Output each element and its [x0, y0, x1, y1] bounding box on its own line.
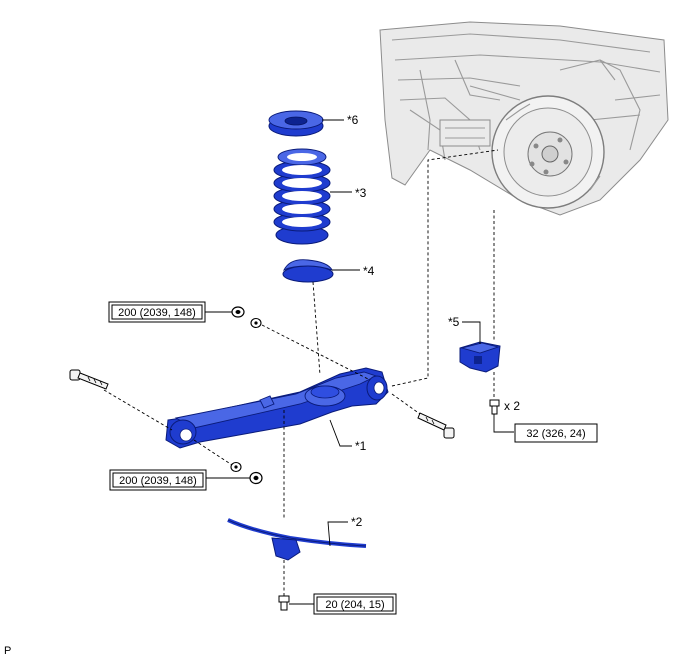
- bracket-part: [459, 341, 501, 373]
- corner-mark: P: [4, 645, 11, 657]
- part-label-spring: *3: [355, 186, 367, 200]
- part-label-arm: *1: [355, 439, 367, 453]
- torque-value: 200 (2039, 148): [118, 307, 196, 319]
- torque-box-rear-nut: 200 (2039, 148): [109, 469, 207, 491]
- torque-box-clamp-bolt: 20 (204, 15): [313, 593, 397, 615]
- vehicle-body-background: [379, 21, 669, 216]
- quantity-label: x 2: [504, 399, 520, 413]
- long-bolt-left: [69, 369, 109, 390]
- torque-value: 32 (326, 24): [526, 428, 585, 440]
- lower-arm: [165, 367, 389, 449]
- part-label-lower-seat: *4: [363, 264, 375, 278]
- cable-part: [227, 518, 367, 561]
- torque-box-bracket-bolt: 32 (326, 24): [514, 423, 598, 443]
- lower-spring-seat: [282, 259, 334, 283]
- long-bolt-right: [417, 412, 455, 439]
- washer-lower: [230, 461, 242, 473]
- bracket-bolt: [489, 399, 500, 415]
- alignment-lines: [103, 149, 499, 596]
- clamp-bolt: [278, 595, 290, 611]
- upper-spring-seat: [268, 110, 324, 137]
- torque-box-front-nut: 200 (2039, 148): [108, 301, 206, 323]
- torque-value: 20 (204, 15): [325, 599, 384, 611]
- part-label-cable: *2: [351, 515, 363, 529]
- coil-spring: [273, 148, 331, 245]
- part-label-upper-seat: *6: [347, 113, 359, 127]
- part-label-bracket: *5: [448, 315, 460, 329]
- torque-value: 200 (2039, 148): [119, 475, 197, 487]
- nut-upper: [231, 306, 245, 318]
- leader-lines: [204, 119, 514, 605]
- nut-lower: [249, 471, 263, 485]
- washer-upper: [250, 317, 262, 329]
